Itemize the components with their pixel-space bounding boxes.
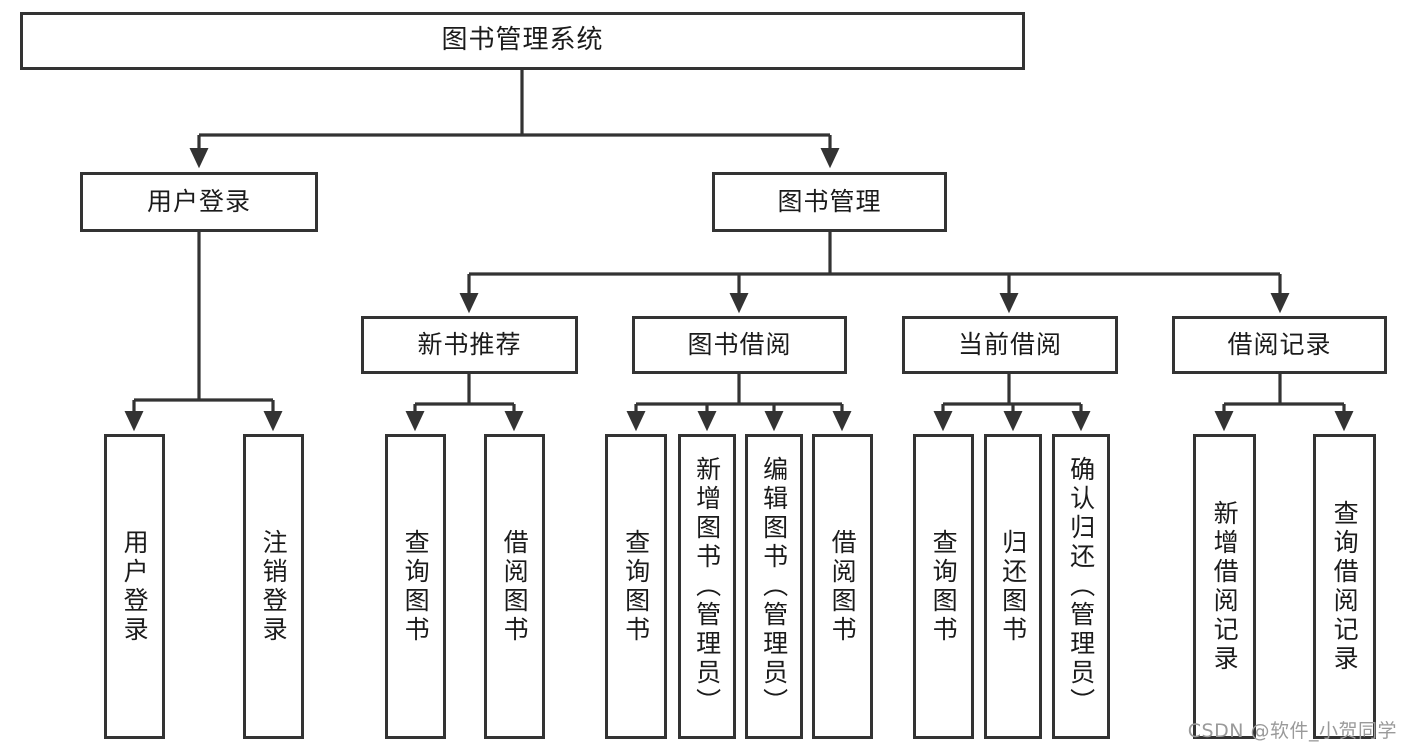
leaf-logout[interactable]: 注销登录	[243, 434, 304, 739]
leaf-query-book-current[interactable]: 查询图书	[913, 434, 974, 739]
node-label: 用户登录	[146, 186, 251, 216]
node-label: 新增图书（管理员）	[692, 456, 722, 717]
node-label: 图书管理系统	[441, 25, 604, 56]
node-label: 借阅记录	[1227, 329, 1332, 359]
node-book-borrow[interactable]: 图书借阅	[632, 316, 847, 374]
node-current-borrow[interactable]: 当前借阅	[902, 316, 1118, 374]
leaf-add-book-admin[interactable]: 新增图书（管理员）	[678, 434, 736, 739]
node-label: 借阅图书	[828, 528, 858, 645]
node-label: 查询借阅记录	[1330, 499, 1360, 674]
leaf-query-borrow-record[interactable]: 查询借阅记录	[1313, 434, 1376, 739]
node-label: 查询图书	[401, 528, 431, 645]
node-label: 借阅图书	[500, 528, 530, 645]
node-label: 当前借阅	[957, 329, 1062, 359]
node-label: 查询图书	[929, 528, 959, 645]
node-label: 编辑图书（管理员）	[759, 456, 789, 717]
leaf-borrow-book-recommend[interactable]: 借阅图书	[484, 434, 545, 739]
node-label: 归还图书	[998, 528, 1028, 645]
csdn-watermark: CSDN @软件_小贺同学	[1187, 720, 1397, 742]
node-new-book-recommend[interactable]: 新书推荐	[361, 316, 578, 374]
node-borrow-record[interactable]: 借阅记录	[1172, 316, 1387, 374]
node-label: 图书借阅	[687, 329, 792, 359]
node-book-management[interactable]: 图书管理	[712, 172, 947, 232]
leaf-query-book-recommend[interactable]: 查询图书	[385, 434, 446, 739]
node-label: 图书管理	[777, 186, 882, 216]
leaf-return-book[interactable]: 归还图书	[984, 434, 1042, 739]
leaf-borrow-book[interactable]: 借阅图书	[812, 434, 873, 739]
node-label: 新书推荐	[417, 329, 522, 359]
node-label: 用户登录	[120, 528, 150, 645]
leaf-user-login[interactable]: 用户登录	[104, 434, 165, 739]
leaf-add-borrow-record[interactable]: 新增借阅记录	[1193, 434, 1256, 739]
node-label: 确认归还（管理员）	[1066, 456, 1096, 717]
node-label: 新增借阅记录	[1210, 499, 1240, 674]
leaf-confirm-return-admin[interactable]: 确认归还（管理员）	[1052, 434, 1110, 739]
leaf-query-book-borrow[interactable]: 查询图书	[605, 434, 667, 739]
node-user-login[interactable]: 用户登录	[80, 172, 318, 232]
node-label: 注销登录	[259, 528, 289, 645]
node-label: 查询图书	[621, 528, 651, 645]
leaf-edit-book-admin[interactable]: 编辑图书（管理员）	[745, 434, 803, 739]
node-root-system[interactable]: 图书管理系统	[20, 12, 1025, 70]
